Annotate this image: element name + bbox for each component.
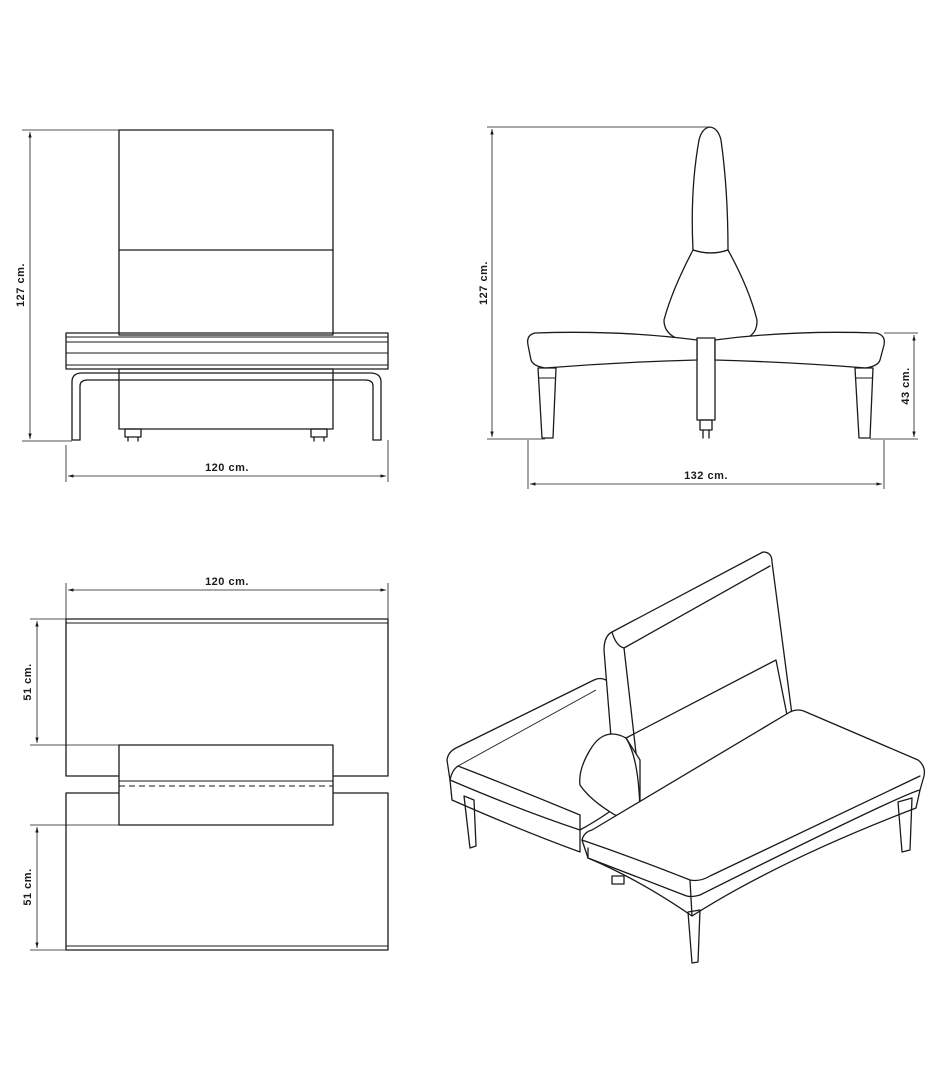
top-depth-label-lower: 51 cm. [22,868,34,905]
iso-seat-right-top [581,709,926,898]
isometric-view [446,551,926,964]
iso-backrest-wedge [579,733,641,821]
side-center-column [696,337,716,421]
top-depth-dimension-lower: 51 cm. [22,824,119,951]
top-depth-dimension-upper: 51 cm. [22,618,119,746]
side-leg-left [537,367,557,439]
side-height-label: 127 cm. [478,261,490,305]
front-frame-inner [79,379,374,441]
front-foot-right [310,428,328,438]
front-view: 127 cm. 120 cm. [15,129,389,482]
side-seat-right [714,331,885,369]
front-height-label: 127 cm. [15,263,27,307]
front-backrest [118,129,334,336]
top-view: 120 cm. 51 cm. 51 cm. [22,576,389,951]
top-backrest [118,744,334,826]
front-base [118,368,334,430]
iso-leg-left [463,795,477,849]
iso-leg-front [687,909,701,964]
front-foot-left [124,428,142,438]
front-height-dimension: 127 cm. [15,129,119,442]
side-width-label: 132 cm. [684,470,728,482]
side-backrest-wedge [663,249,758,343]
side-seat-left [527,331,698,369]
top-depth-label-upper: 51 cm. [22,663,34,700]
top-width-label: 120 cm. [205,576,249,588]
front-width-label: 120 cm. [205,462,249,474]
front-width-dimension: 120 cm. [65,440,389,482]
side-seat-height-dimension: 43 cm. [870,332,918,440]
iso-seat-left-front [449,765,581,853]
side-view: 127 cm. 43 cm. 132 cm. [478,126,918,489]
top-width-dimension: 120 cm. [65,576,389,619]
front-frame-outer [71,372,382,441]
side-seat-height-label: 43 cm. [900,367,912,404]
iso-leg-right [897,797,913,853]
front-seat [65,332,389,370]
side-width-dimension: 132 cm. [527,440,885,489]
side-leg-right [854,367,874,439]
side-height-dimension: 127 cm. [478,126,710,440]
side-backrest-top [691,126,729,254]
